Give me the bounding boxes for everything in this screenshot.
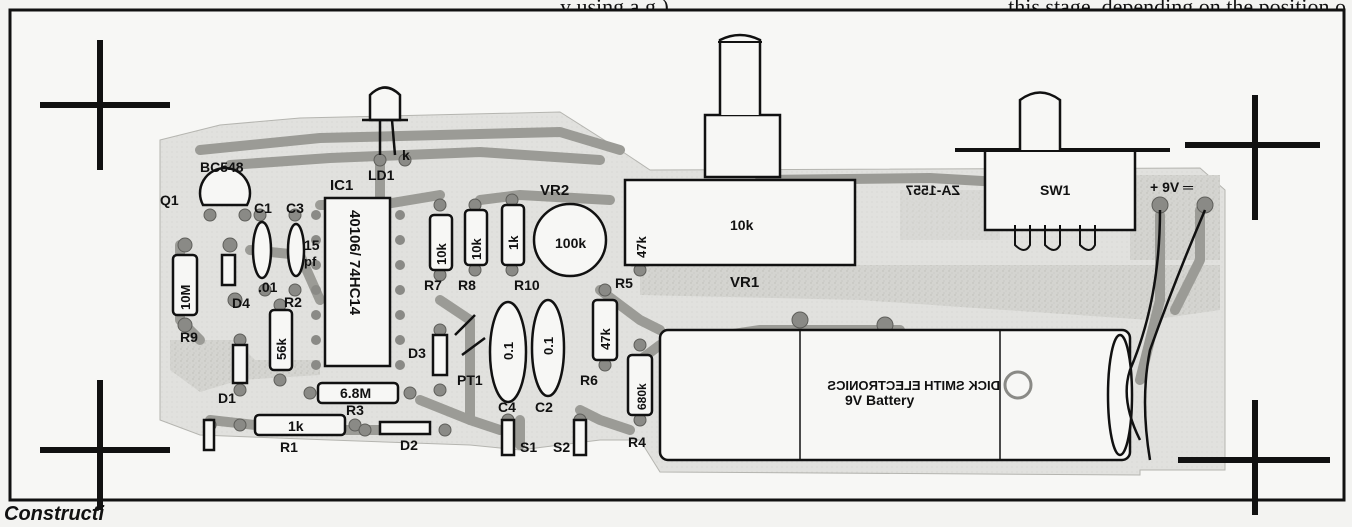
label-r6: R6 — [580, 372, 598, 388]
silkscreen-labels: BC548 Q1 C1 C3 IC1 40106/ 74HC14 LD1 k V… — [160, 147, 1193, 455]
label-c1: C1 — [254, 200, 272, 216]
label-9v: + 9V ═ — [1150, 179, 1193, 195]
pot-vr1-shaft — [718, 33, 762, 115]
label-c3: C3 — [286, 200, 304, 216]
resistor-r8 — [463, 208, 489, 267]
label-47k-b: 47k — [598, 328, 613, 350]
label-c4-value: 0.1 — [501, 342, 516, 360]
resistor-r7 — [428, 213, 454, 272]
pin-s1 — [500, 418, 516, 457]
label-56k: 56k — [274, 338, 289, 360]
label-pt1: PT1 — [457, 372, 483, 388]
label-c2: C2 — [535, 399, 553, 415]
label-1k-v: 1k — [506, 235, 521, 250]
label-ic1-part: 40106/ 74HC14 — [346, 210, 363, 316]
label-s2: S2 — [553, 439, 570, 455]
diode-d2 — [378, 420, 432, 436]
label-d2: D2 — [400, 437, 418, 453]
label-r3: R3 — [346, 402, 364, 418]
pot-vr1-collar — [703, 113, 782, 179]
label-ic1: IC1 — [330, 177, 353, 194]
label-9v-battery: 9V Battery — [845, 392, 914, 408]
label-6-8m: 6.8M — [340, 385, 371, 401]
label-vr2: VR2 — [540, 182, 569, 199]
label-r9: R9 — [180, 329, 198, 345]
resistor-r3 — [316, 381, 400, 405]
capacitor-c1 — [251, 220, 273, 280]
capacitor-c3 — [286, 222, 306, 278]
figure-caption: Constructi — [4, 503, 104, 525]
capacitor-c4 — [488, 300, 528, 404]
label-vr1-value: 10k — [730, 217, 754, 233]
trimpot-vr2 — [532, 202, 608, 278]
label-d3: D3 — [408, 345, 426, 361]
label-c4: C4 — [498, 399, 516, 415]
pin-left — [202, 418, 216, 452]
label-100k: 100k — [555, 235, 586, 251]
label-680k: 680k — [635, 383, 649, 410]
battery-logo-mark — [1003, 370, 1033, 400]
switch-tabs — [1014, 225, 1096, 251]
registration-marks — [40, 40, 1330, 515]
label-10k-b: 10k — [469, 238, 484, 260]
resistor-r10 — [500, 203, 526, 267]
label-r5: R5 — [615, 275, 633, 291]
switch-sw1 — [983, 148, 1137, 232]
diode-d1 — [231, 343, 249, 385]
battery-clip — [1106, 333, 1134, 457]
label-q1: Q1 — [160, 192, 179, 208]
resistor-r1 — [253, 413, 347, 437]
label-vr1: VR1 — [730, 274, 759, 291]
capacitor-c2 — [530, 298, 566, 398]
pot-vr1-body — [623, 178, 857, 267]
resistor-r2 — [268, 308, 294, 372]
label-c01: .01 — [258, 279, 278, 295]
label-za-mirrored: ZA-1557 — [905, 182, 960, 198]
label-sw1: SW1 — [1040, 182, 1071, 198]
label-r8: R8 — [458, 277, 476, 293]
label-10k-a: 10k — [434, 243, 449, 265]
label-r4: R4 — [628, 434, 646, 450]
switch-sw1-actuator — [1018, 91, 1062, 150]
led-ld1 — [362, 86, 408, 156]
label-k: k — [402, 147, 410, 163]
diode-d4 — [220, 253, 237, 287]
pin-s2 — [572, 418, 588, 457]
label-bc548: BC548 — [200, 159, 244, 175]
ic1-pins — [311, 210, 405, 370]
label-battery-brand: DICK SMITH ELECTRONICS — [827, 378, 1000, 393]
ic1-body — [323, 196, 392, 368]
label-r10: R10 — [514, 277, 540, 293]
label-d4: D4 — [232, 295, 250, 311]
label-10m: 10M — [178, 285, 193, 310]
label-s1: S1 — [520, 439, 537, 455]
battery-wires — [1125, 209, 1207, 461]
transistor-q1 — [198, 166, 252, 207]
phototransistor-pt1 — [454, 314, 486, 357]
resistor-r6 — [591, 298, 619, 362]
resistor-r9 — [171, 253, 199, 317]
label-d1: D1 — [218, 390, 236, 406]
label-c2-value: 0.1 — [541, 337, 556, 355]
label-47k-a: 47k — [634, 236, 649, 258]
label-r2: R2 — [284, 294, 302, 310]
label-r1: R1 — [280, 439, 298, 455]
label-1k: 1k — [288, 418, 304, 434]
label-r7: R7 — [424, 277, 442, 293]
label-pf: pf — [304, 254, 317, 269]
diode-d3 — [431, 333, 449, 377]
resistor-r4 — [626, 353, 654, 417]
components — [171, 33, 1170, 462]
label-15: 15 — [304, 237, 320, 253]
label-ld1: LD1 — [368, 167, 395, 183]
